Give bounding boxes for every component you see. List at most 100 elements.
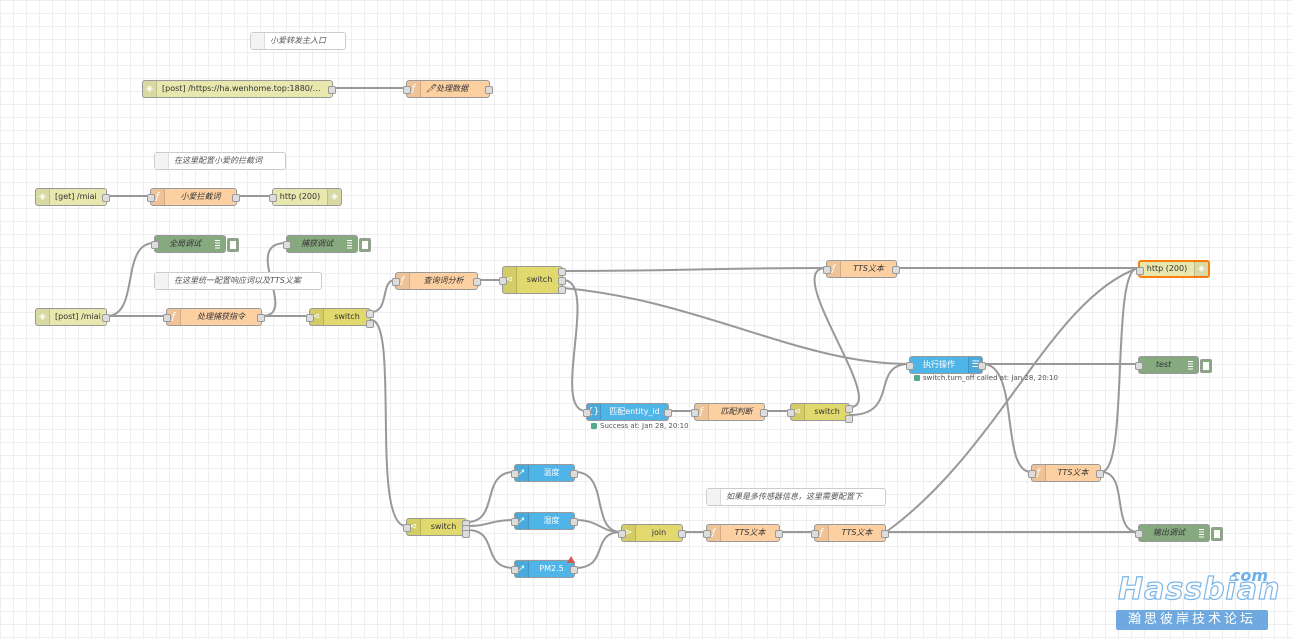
output-port[interactable] xyxy=(892,266,900,274)
output-port[interactable] xyxy=(558,277,566,285)
input-port[interactable] xyxy=(163,314,171,322)
output-port[interactable] xyxy=(473,278,481,286)
input-port[interactable] xyxy=(1136,267,1144,275)
input-port[interactable] xyxy=(811,530,819,538)
warning-icon xyxy=(567,556,575,563)
output-port[interactable] xyxy=(366,310,374,318)
join-node[interactable]: ⋗ join xyxy=(618,524,686,542)
output-port[interactable] xyxy=(485,86,493,94)
ha-current-state-node[interactable]: ↗ 湿度 xyxy=(511,512,578,530)
output-port[interactable] xyxy=(570,566,578,574)
output-port[interactable] xyxy=(570,470,578,478)
input-port[interactable] xyxy=(1135,530,1143,538)
output-port[interactable] xyxy=(845,415,853,423)
comment-node[interactable]: 如果是多传感器信息，这里需要配置下 xyxy=(706,488,886,506)
output-port[interactable] xyxy=(978,362,986,370)
input-port[interactable] xyxy=(403,86,411,94)
output-port[interactable] xyxy=(775,530,783,538)
input-port[interactable] xyxy=(823,266,831,274)
input-port[interactable] xyxy=(906,362,914,370)
input-port[interactable] xyxy=(787,409,795,417)
input-port[interactable] xyxy=(511,566,519,574)
wire xyxy=(106,242,155,317)
function-node[interactable]: ƒ 🖊处理数据 xyxy=(403,80,493,98)
output-port[interactable] xyxy=(570,518,578,526)
ha-current-state-node[interactable]: ↗ PM2.5 xyxy=(511,560,578,578)
function-node[interactable]: ƒ TTS义本 xyxy=(703,524,783,542)
wire xyxy=(574,531,622,569)
function-node[interactable]: ƒ 处理捕获指令 xyxy=(163,308,265,326)
output-port[interactable] xyxy=(1096,470,1104,478)
output-port[interactable] xyxy=(462,530,470,538)
output-port[interactable] xyxy=(366,320,374,328)
switch-node[interactable]: ⋖ switch xyxy=(403,518,470,538)
input-port[interactable] xyxy=(691,409,699,417)
function-node[interactable]: ƒ 小爱拦截词 xyxy=(147,188,240,206)
wire xyxy=(466,529,515,569)
http-response-node[interactable]: http (200) ◈ xyxy=(1136,260,1210,278)
input-port[interactable] xyxy=(269,194,277,202)
output-port[interactable] xyxy=(558,268,566,276)
function-node[interactable]: ƒ TTS义本 xyxy=(811,524,889,542)
function-node[interactable]: ƒ TTS义本 xyxy=(1028,464,1104,482)
output-port[interactable] xyxy=(760,409,768,417)
input-port[interactable] xyxy=(511,470,519,478)
function-node[interactable]: ƒ 查询词分析 xyxy=(392,272,481,290)
function-node[interactable]: ƒ TTS义本 xyxy=(823,260,900,278)
output-port[interactable] xyxy=(678,530,686,538)
wire xyxy=(466,519,515,527)
output-port[interactable] xyxy=(664,409,672,417)
output-port[interactable] xyxy=(102,314,110,322)
input-port[interactable] xyxy=(511,518,519,526)
ha-call-service-node[interactable]: 执行操作 ☰ xyxy=(906,356,986,374)
input-port[interactable] xyxy=(703,530,711,538)
http-response-node[interactable]: http (200) ◈ xyxy=(269,188,342,206)
wire xyxy=(574,471,622,533)
debug-toggle-button[interactable] xyxy=(1211,527,1223,541)
debug-toggle-button[interactable] xyxy=(227,238,239,252)
wire xyxy=(370,279,396,313)
input-port[interactable] xyxy=(151,241,159,249)
switch-node[interactable]: ⋖ switch xyxy=(787,403,853,423)
input-port[interactable] xyxy=(1028,470,1036,478)
debug-toggle-button[interactable] xyxy=(1200,359,1212,373)
debug-node[interactable]: test xyxy=(1135,356,1212,374)
globe-icon: ◈ xyxy=(36,309,50,325)
input-port[interactable] xyxy=(392,278,400,286)
input-port[interactable] xyxy=(283,241,291,249)
wire xyxy=(562,267,827,272)
input-port[interactable] xyxy=(583,409,591,417)
debug-node[interactable]: 全局调试 xyxy=(151,235,239,253)
ha-current-state-node[interactable]: ↗ 温度 xyxy=(511,464,578,482)
comment-node[interactable]: 小爱转发主入口 xyxy=(250,32,346,50)
input-port[interactable] xyxy=(147,194,155,202)
output-port[interactable] xyxy=(102,194,110,202)
output-port[interactable] xyxy=(232,194,240,202)
debug-list-icon xyxy=(1199,528,1204,538)
switch-node[interactable]: ⋖ switch xyxy=(306,308,374,328)
output-port[interactable] xyxy=(558,286,566,294)
function-node[interactable]: ƒ 匹配判断 xyxy=(691,403,768,421)
comment-node[interactable]: 在这里统一配置响应词以及TTS义案 xyxy=(154,272,322,290)
input-port[interactable] xyxy=(403,524,411,532)
input-port[interactable] xyxy=(499,277,507,285)
http-in-node[interactable]: ◈ [post] /miai xyxy=(35,308,110,326)
input-port[interactable] xyxy=(618,530,626,538)
output-port[interactable] xyxy=(328,86,336,94)
switch-node[interactable]: ⋖ switch xyxy=(499,266,566,294)
output-port[interactable] xyxy=(881,530,889,538)
comment-node[interactable]: 在这里配置小爱的拦截词 xyxy=(154,152,286,170)
http-in-node[interactable]: ◈ [post] /https://ha.wenhome.top:1880/mi… xyxy=(142,80,336,98)
debug-node[interactable]: 捕获调试 xyxy=(283,235,371,253)
input-port[interactable] xyxy=(1135,362,1143,370)
wire xyxy=(562,279,587,412)
debug-node[interactable]: 输出调试 xyxy=(1135,524,1223,542)
output-port[interactable] xyxy=(845,405,853,413)
debug-toggle-button[interactable] xyxy=(359,238,371,252)
wire xyxy=(466,471,515,523)
wire xyxy=(813,267,860,408)
ha-get-entity-node[interactable]: {} 匹配entity_id xyxy=(583,403,672,421)
http-in-node[interactable]: ◈ [get] /miai xyxy=(35,188,110,206)
input-port[interactable] xyxy=(306,314,314,322)
output-port[interactable] xyxy=(257,314,265,322)
